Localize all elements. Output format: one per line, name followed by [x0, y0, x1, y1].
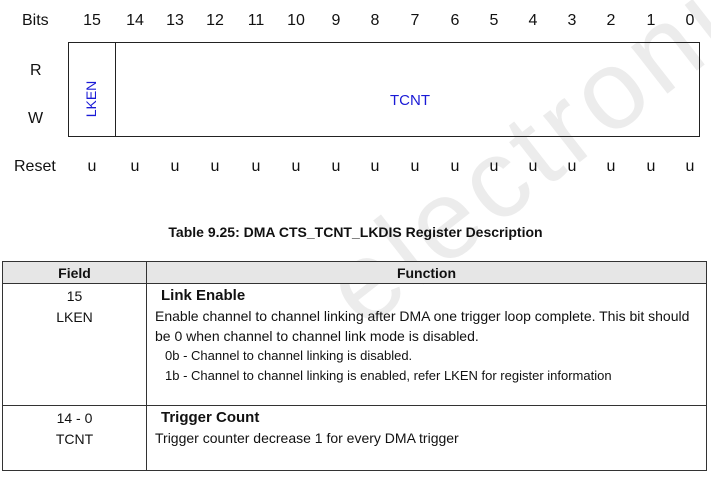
bit-number: 6 — [450, 12, 460, 29]
bit-number: 1 — [646, 12, 656, 29]
field-bits: 15 — [66, 288, 83, 304]
bit-number: 9 — [331, 12, 341, 29]
function-option: 1b - Channel to channel linking is enabl… — [165, 368, 612, 383]
bit-number: 0 — [685, 12, 695, 29]
reset-value: u — [331, 158, 341, 175]
reset-value: u — [410, 158, 420, 175]
bit-number: 13 — [166, 12, 184, 29]
reset-value: u — [567, 158, 577, 175]
reset-value: u — [130, 158, 140, 175]
register-field-tcnt: TCNT — [390, 92, 430, 109]
reset-value: u — [251, 158, 261, 175]
reset-value: u — [87, 158, 97, 175]
field-name: TCNT — [55, 431, 94, 447]
bit-number: 8 — [370, 12, 380, 29]
table-caption: Table 9.25: DMA CTS_TCNT_LKDIS Register … — [168, 224, 543, 240]
bit-number: 12 — [206, 12, 224, 29]
field-bits: 14 - 0 — [56, 410, 93, 426]
bit-number: 10 — [287, 12, 305, 29]
reset-value: u — [291, 158, 301, 175]
field-cell: 15 LKEN — [2, 283, 147, 406]
function-option: 0b - Channel to channel linking is disab… — [165, 348, 413, 363]
header-field: Field — [2, 261, 147, 284]
reset-label: Reset — [14, 158, 56, 175]
header-function: Function — [146, 261, 707, 284]
reset-value: u — [450, 158, 460, 175]
register-box — [68, 42, 700, 137]
register-description-table: Field Function 15 LKEN Link Enable Enabl… — [2, 261, 707, 471]
reset-value: u — [646, 158, 656, 175]
reset-value: u — [370, 158, 380, 175]
function-description: Trigger counter decrease 1 for every DMA… — [155, 430, 459, 446]
reset-value: u — [528, 158, 538, 175]
bit-number: 5 — [489, 12, 499, 29]
function-title: Trigger Count — [161, 409, 260, 426]
reset-value: u — [606, 158, 616, 175]
field-cell: 14 - 0 TCNT — [2, 405, 147, 471]
bit-number: 3 — [567, 12, 577, 29]
function-cell: Link Enable Enable channel to channel li… — [146, 283, 707, 406]
bit-number: 14 — [126, 12, 144, 29]
write-label: W — [28, 110, 44, 127]
reset-value: u — [210, 158, 220, 175]
reset-value: u — [489, 158, 499, 175]
function-title: Link Enable — [161, 287, 246, 304]
bit-number: 4 — [528, 12, 538, 29]
register-field-divider — [115, 42, 116, 137]
field-name: LKEN — [56, 309, 93, 325]
bit-number: 15 — [83, 12, 101, 29]
bit-number: 2 — [606, 12, 616, 29]
function-cell: Trigger Count Trigger counter decrease 1… — [146, 405, 707, 471]
bits-label: Bits — [22, 12, 49, 29]
bit-number: 11 — [247, 12, 265, 29]
bit-number: 7 — [410, 12, 420, 29]
function-description: Enable channel to channel linking after … — [155, 308, 690, 344]
table-row: 15 LKEN Link Enable Enable channel to ch… — [2, 283, 707, 406]
reset-value: u — [685, 158, 695, 175]
read-label: R — [30, 62, 42, 79]
table-header-row: Field Function — [2, 261, 707, 284]
reset-value: u — [170, 158, 180, 175]
table-row: 14 - 0 TCNT Trigger Count Trigger counte… — [2, 405, 707, 471]
